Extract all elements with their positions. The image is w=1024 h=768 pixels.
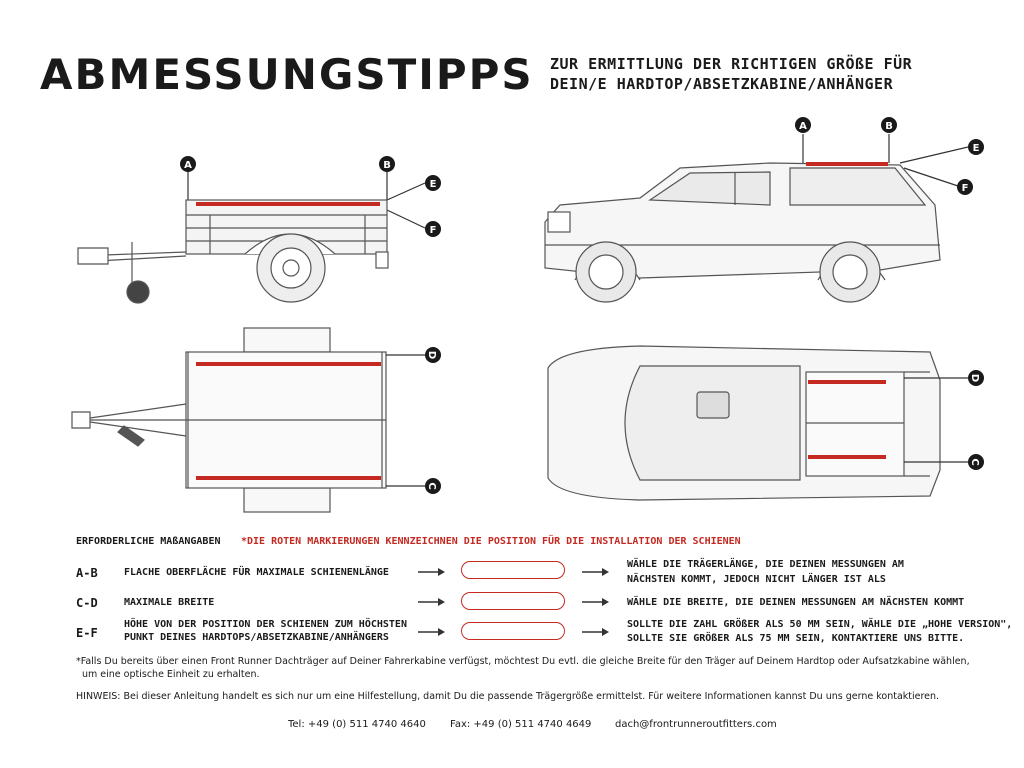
diagram-illustrations: A B E F D C A B E F D C xyxy=(71,117,984,513)
row-cd-code: C-D xyxy=(76,596,98,610)
svg-text:A: A xyxy=(184,160,192,171)
truck-side-view xyxy=(544,134,969,303)
marker-b-truck: B xyxy=(881,117,897,133)
footer-tel: Tel: +49 (0) 511 4740 4640 xyxy=(288,719,426,730)
marker-f-trailer: F xyxy=(425,221,441,237)
arrow-icon xyxy=(418,628,445,636)
marker-c-truck: C xyxy=(968,454,984,470)
truck-top-rail-c xyxy=(808,455,886,459)
footer-fax: Fax: +49 (0) 511 4740 4649 xyxy=(450,719,592,730)
svg-text:F: F xyxy=(430,225,437,236)
footnote-line-1: *Falls Du bereits über einen Front Runne… xyxy=(76,656,970,667)
svg-text:C: C xyxy=(426,482,437,489)
row-ab-result-1: WÄHLE DIE TRÄGERLÄNGE, DIE DEINEN MESSUN… xyxy=(627,559,904,570)
svg-text:F: F xyxy=(962,183,969,194)
arrow-icon xyxy=(582,568,609,576)
marker-a-trailer: A xyxy=(180,156,196,172)
arrow-icon xyxy=(582,628,609,636)
row-ab-code: A-B xyxy=(76,566,98,580)
svg-text:D: D xyxy=(426,351,437,359)
row-ab-description: FLACHE OBERFLÄCHE FÜR MAXIMALE SCHIENENL… xyxy=(124,567,389,578)
arrow-icon xyxy=(418,598,445,606)
page-title: ABMESSUNGSTIPPS xyxy=(40,50,534,99)
marker-f-truck: F xyxy=(957,179,973,195)
trailer-side-rail-ab xyxy=(196,202,380,206)
svg-text:E: E xyxy=(973,143,980,154)
marker-a-truck: A xyxy=(795,117,811,133)
svg-text:A: A xyxy=(799,121,807,132)
row-ef-input-box[interactable] xyxy=(461,622,565,640)
truck-side-rail-ab xyxy=(806,162,888,166)
marker-d-truck: D xyxy=(968,370,984,386)
row-ab-result-2: NÄCHSTEN KOMMT, JEDOCH NICHT LÄNGER IST … xyxy=(627,574,886,585)
trailer-top-rail-d xyxy=(196,362,381,366)
row-ab-input-box[interactable] xyxy=(461,561,565,579)
svg-text:B: B xyxy=(383,160,391,171)
marker-c-trailer: C xyxy=(425,478,441,494)
subtitle-line-2: DEIN/E HARDTOP/ABSETZKABINE/ANHÄNGER xyxy=(550,75,894,93)
svg-text:D: D xyxy=(969,374,980,382)
requirements-red-note: *DIE ROTEN MARKIERUNGEN KENNZEICHNEN DIE… xyxy=(241,536,741,547)
trailer-side-view xyxy=(77,172,426,304)
requirements-heading: ERFORDERLICHE MAßANGABEN xyxy=(76,536,221,547)
trailer-top-view xyxy=(71,327,425,513)
marker-e-truck: E xyxy=(968,139,984,155)
row-cd-description: MAXIMALE BREITE xyxy=(124,597,215,608)
truck-top-rail-d xyxy=(808,380,886,384)
footer-email[interactable]: dach@frontrunneroutfitters.com xyxy=(615,719,777,730)
hinweis-note: HINWEIS: Bei dieser Anleitung handelt es… xyxy=(76,691,940,702)
trailer-top-rail-c xyxy=(196,476,381,480)
row-ef-code: E-F xyxy=(76,626,98,640)
arrow-icon xyxy=(582,598,609,606)
svg-text:B: B xyxy=(885,121,893,132)
row-ef-result-1: SOLLTE DIE ZAHL GRÖßER ALS 50 MM SEIN, W… xyxy=(627,619,1013,630)
marker-e-trailer: E xyxy=(425,175,441,191)
marker-b-trailer: B xyxy=(379,156,395,172)
svg-text:C: C xyxy=(969,458,980,465)
row-ef-description-2: PUNKT DEINES HARDTOPS/ABSETZKABINE/ANHÄN… xyxy=(124,632,389,643)
footnote-line-2: um eine optische Einheit zu erhalten. xyxy=(82,669,260,680)
subtitle-line-1: ZUR ERMITTLUNG DER RICHTIGEN GRÖßE FÜR xyxy=(550,55,913,73)
marker-d-trailer: D xyxy=(425,347,441,363)
arrow-icon xyxy=(418,568,445,576)
truck-top-view xyxy=(547,345,968,501)
svg-text:E: E xyxy=(430,179,437,190)
row-ef-result-2: SOLLTE SIE GRÖßER ALS 75 MM SEIN, KONTAK… xyxy=(627,633,965,644)
row-cd-input-box[interactable] xyxy=(461,592,565,610)
row-cd-result: WÄHLE DIE BREITE, DIE DEINEN MESSUNGEN A… xyxy=(627,597,965,608)
row-ef-description-1: HÖHE VON DER POSITION DER SCHIENEN ZUM H… xyxy=(124,619,407,630)
